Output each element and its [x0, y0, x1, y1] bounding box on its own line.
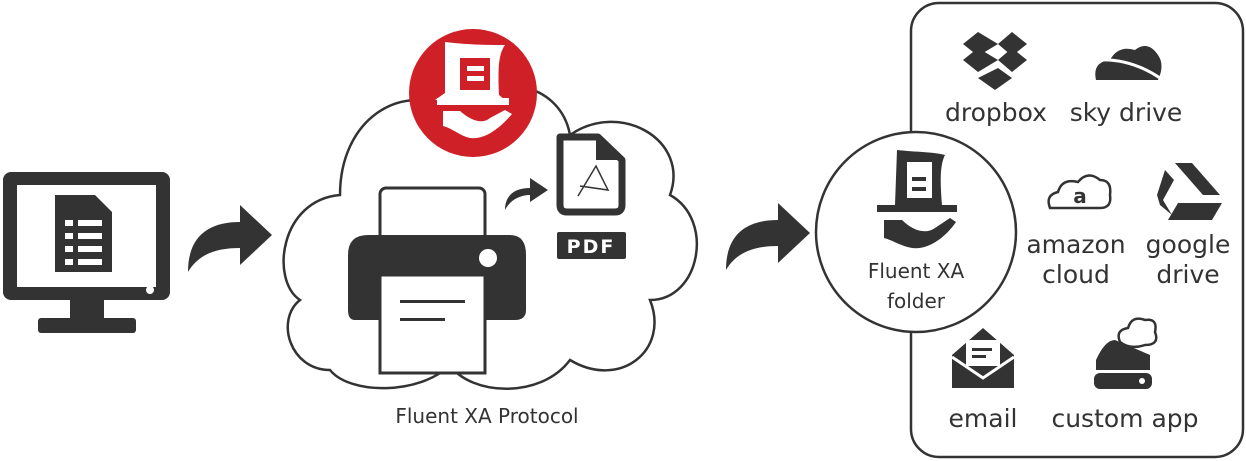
amazon-glyph: a — [1073, 184, 1087, 208]
skydrive-label: sky drive — [1070, 98, 1183, 127]
google-drive-icon — [1157, 163, 1222, 220]
pdf-label: PDF — [567, 236, 616, 258]
arrow-right-icon — [726, 203, 810, 270]
custom-app-label: custom app — [1051, 404, 1198, 433]
custom-app-icon — [1094, 317, 1158, 389]
fluent-xa-folder-icon — [877, 150, 957, 249]
email-label: email — [949, 404, 1018, 433]
protocol-label: Fluent XA Protocol — [395, 404, 578, 428]
amazon-label-line1: amazon — [1026, 230, 1125, 259]
email-icon — [951, 328, 1015, 388]
arrow-right-icon — [188, 205, 272, 272]
document-icon — [55, 195, 112, 272]
arrow-right-icon — [505, 178, 548, 210]
dropbox-icon — [963, 32, 1027, 90]
folder-label-line1: Fluent XA — [868, 259, 965, 283]
folder-label-line2: folder — [887, 289, 946, 313]
pdf-file-icon — [556, 133, 626, 259]
dropbox-label: dropbox — [945, 98, 1047, 127]
google-drive-label-line2: drive — [1156, 260, 1219, 289]
amazon-cloud-icon: a — [1047, 174, 1112, 210]
computer-monitor-icon — [3, 172, 170, 333]
google-drive-label-line1: google — [1146, 230, 1231, 259]
fluent-xa-logo-icon — [409, 29, 537, 157]
skydrive-icon — [1095, 46, 1162, 80]
printer-icon — [348, 186, 526, 375]
amazon-label-line2: cloud — [1042, 260, 1110, 289]
